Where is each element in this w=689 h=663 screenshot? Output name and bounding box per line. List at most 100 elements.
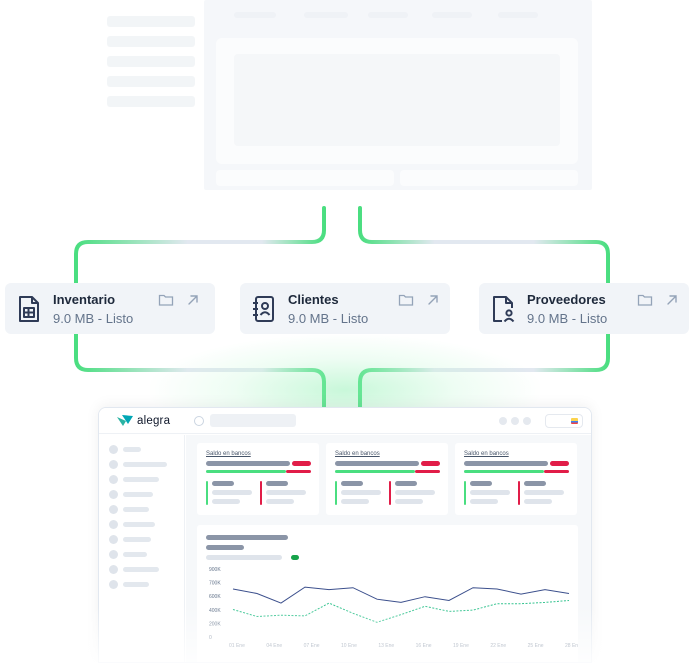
preview-sidebar-line	[107, 76, 195, 87]
preview-content-area	[216, 38, 578, 164]
sidebar-item-icon	[109, 550, 118, 559]
header-action-icon[interactable]	[499, 417, 507, 425]
kpi-value	[266, 499, 294, 504]
kpi-value	[212, 490, 252, 495]
country-selector[interactable]	[545, 414, 583, 428]
kpi-value	[524, 490, 564, 495]
x-tick-label: 25 Ene	[528, 643, 544, 649]
file-card-meta: 9.0 MB - Listo	[53, 311, 134, 326]
wire-upper-right	[358, 206, 610, 285]
kpi-value	[470, 499, 498, 504]
arrow-up-right-icon[interactable]	[425, 292, 441, 308]
alegra-logo[interactable]: alegra	[116, 414, 170, 427]
preview-sidebar-line	[107, 96, 195, 107]
spreadsheet-file-icon	[16, 295, 42, 323]
kpi-value	[266, 490, 306, 495]
kpi-progress-negative	[415, 470, 440, 473]
kpi-card[interactable]: Saldo en bancos	[197, 443, 319, 515]
kpi-marker	[335, 481, 337, 505]
sidebar-item-label	[123, 507, 149, 512]
sidebar-item-label	[123, 537, 151, 542]
kpi-value	[341, 481, 363, 486]
y-tick-label: 200K	[209, 621, 221, 627]
folder-icon[interactable]	[637, 292, 653, 308]
kpi-value	[341, 499, 369, 504]
kpi-value	[395, 481, 417, 486]
x-tick-label: 07 Ene	[304, 643, 320, 649]
y-tick-label: 400K	[209, 608, 221, 614]
y-tick-label: 700K	[209, 581, 221, 587]
kpi-title: Saldo en bancos	[335, 451, 380, 457]
preview-content-fill	[234, 54, 560, 146]
chart-status-dot	[291, 555, 299, 560]
chart-filter-placeholder	[206, 555, 282, 560]
sidebar-item-icon	[109, 565, 118, 574]
kpi-progress-negative	[286, 470, 311, 473]
preview-nav-item	[498, 12, 538, 18]
series-line-2	[232, 600, 570, 623]
kpi-card[interactable]: Saldo en bancos	[326, 443, 448, 515]
sidebar-item-label	[123, 462, 167, 467]
x-tick-label: 10 Ene	[341, 643, 357, 649]
file-card-inventario[interactable]: Inventario 9.0 MB - Listo	[5, 283, 215, 334]
preview-nav-item	[304, 12, 348, 18]
preview-nav-item	[368, 12, 408, 18]
kpi-card[interactable]: Saldo en bancos	[455, 443, 577, 515]
kpi-title: Saldo en bancos	[464, 451, 509, 457]
kpi-marker	[464, 481, 466, 505]
kpi-value	[341, 490, 381, 495]
app-header: alegra	[99, 408, 591, 434]
top-app-preview	[98, 0, 592, 190]
file-card-clientes[interactable]: Clientes 9.0 MB - Listo	[240, 283, 450, 334]
header-status-icon[interactable]	[194, 416, 204, 426]
kpi-bar-negative	[421, 461, 440, 466]
sidebar-item-label	[123, 567, 159, 572]
preview-footer-block	[400, 170, 578, 186]
kpi-value	[470, 481, 492, 486]
header-search-bar[interactable]	[210, 414, 296, 427]
preview-footer-block	[216, 170, 394, 186]
arrow-up-right-icon[interactable]	[185, 292, 201, 308]
x-tick-label: 16 Ene	[416, 643, 432, 649]
folder-icon[interactable]	[398, 292, 414, 308]
arrow-up-right-icon[interactable]	[664, 292, 680, 308]
kpi-marker	[206, 481, 208, 505]
file-card-name: Proveedores	[527, 292, 606, 307]
y-tick-label: 0	[209, 635, 212, 641]
sidebar-item-label	[123, 447, 141, 452]
header-action-icon[interactable]	[523, 417, 531, 425]
brand-name: alegra	[137, 414, 171, 427]
preview-sidebar-line	[107, 16, 195, 27]
kpi-bar-negative	[550, 461, 569, 466]
sidebar-item-label	[123, 492, 153, 497]
y-tick-label: 600K	[209, 594, 221, 600]
folder-icon[interactable]	[158, 292, 174, 308]
file-card-proveedores[interactable]: Proveedores 9.0 MB - Listo	[479, 283, 689, 334]
preview-main-panel	[204, 0, 592, 190]
sidebar-item-icon	[109, 490, 118, 499]
kpi-progress-negative	[544, 470, 569, 473]
x-tick-label: 22 Ene	[490, 643, 506, 649]
kpi-marker	[389, 481, 391, 505]
preview-sidebar-line	[107, 36, 195, 47]
file-card-name: Clientes	[288, 292, 339, 307]
app-main: Saldo en bancos Saldo en bancos	[186, 435, 591, 662]
preview-nav-item	[432, 12, 472, 18]
chart-subheading-placeholder	[206, 545, 244, 550]
sidebar-item-label	[123, 552, 147, 557]
x-tick-label: 28 Ene	[565, 643, 578, 649]
header-action-icon[interactable]	[511, 417, 519, 425]
kpi-value	[524, 499, 552, 504]
flag-icon	[571, 418, 578, 424]
chart-heading-placeholder	[206, 535, 288, 540]
kpi-marker	[518, 481, 520, 505]
kpi-bar	[206, 461, 290, 466]
sidebar-item-icon	[109, 505, 118, 514]
sidebar-item-icon	[109, 520, 118, 529]
sidebar-item-icon	[109, 475, 118, 484]
kpi-value	[524, 481, 546, 486]
sidebar-item-label	[123, 477, 159, 482]
file-card-name: Inventario	[53, 292, 116, 307]
